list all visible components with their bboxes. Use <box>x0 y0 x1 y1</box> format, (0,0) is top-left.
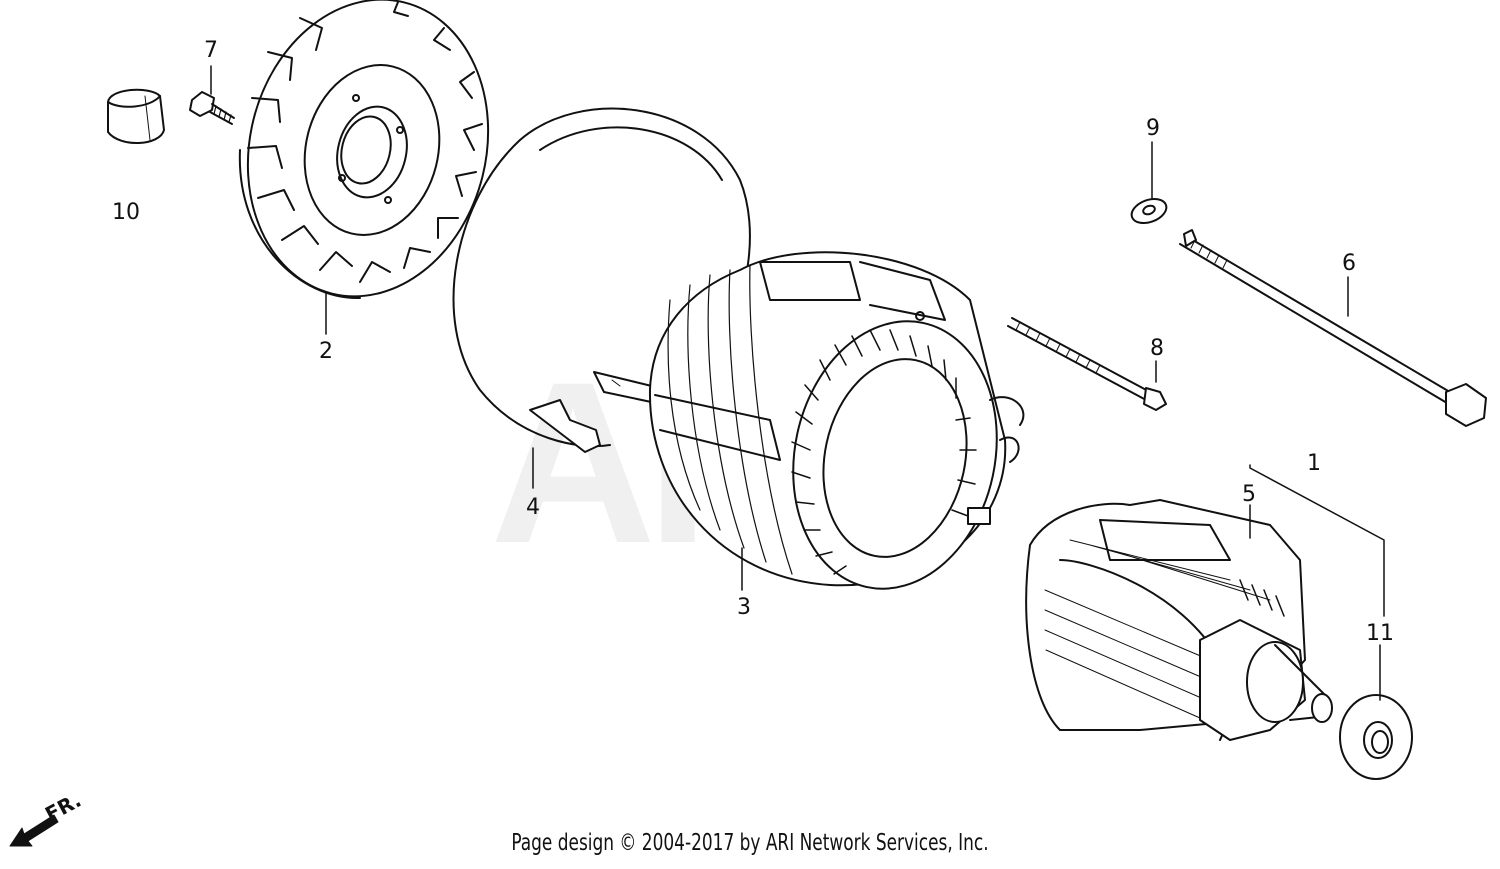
front-direction-marker: FR. <box>9 788 85 847</box>
part-9-washer[interactable] <box>1128 195 1169 228</box>
callout-4: 4 <box>526 495 540 520</box>
callout-2: 2 <box>319 339 333 364</box>
callout-8: 8 <box>1150 336 1164 361</box>
part-2-cooling-fan[interactable] <box>217 0 519 322</box>
callout-10: 10 <box>112 200 140 225</box>
callout-3: 3 <box>737 595 751 620</box>
part-7-bolt[interactable] <box>189 91 235 125</box>
copyright-footer: Page design © 2004-2017 by ARI Network S… <box>511 830 989 856</box>
arrow-icon <box>9 814 59 847</box>
part-1-rotor-assembly[interactable] <box>1025 499 1333 741</box>
part-6-long-bolt[interactable] <box>1179 229 1487 427</box>
part-10-cap[interactable] <box>107 88 165 145</box>
part-11-bearing[interactable] <box>1339 694 1413 780</box>
callout-1: 1 <box>1307 451 1321 476</box>
callout-7: 7 <box>204 38 218 63</box>
callout-11: 11 <box>1366 621 1394 646</box>
callout-9: 9 <box>1146 116 1160 141</box>
callout-leaders <box>210 65 1385 701</box>
part-3-stator[interactable] <box>648 251 1025 608</box>
callout-6: 6 <box>1342 251 1356 276</box>
callout-5: 5 <box>1242 482 1256 507</box>
part-8-through-bolt[interactable] <box>1007 317 1167 411</box>
